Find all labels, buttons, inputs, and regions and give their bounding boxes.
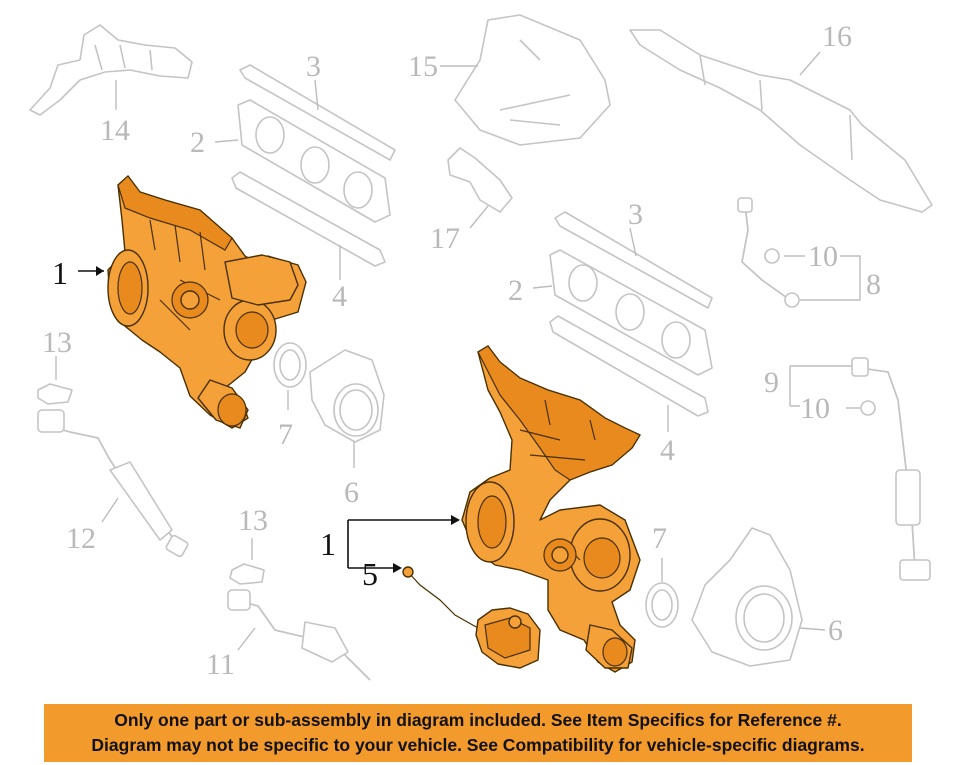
oil-pipe-part-12 xyxy=(37,356,189,558)
callout-7-left: 7 xyxy=(278,418,293,451)
intake-pipe-6-left xyxy=(309,349,385,468)
callout-12: 12 xyxy=(66,522,96,555)
callout-2-lower: 2 xyxy=(508,274,523,307)
callout-9: 9 xyxy=(764,366,779,399)
callout-2-upper: 2 xyxy=(190,126,205,159)
arrow-1-5-lower xyxy=(347,519,458,569)
callout-3-lower: 3 xyxy=(628,198,643,231)
callout-4-lower: 4 xyxy=(660,434,675,467)
callout-1-lower: 1 xyxy=(320,526,336,562)
callout-11: 11 xyxy=(206,648,235,681)
oil-feed-line-part-8 xyxy=(737,197,861,308)
callout-14: 14 xyxy=(100,114,130,147)
seal-ring-7-left xyxy=(273,342,307,410)
notice-banner: Only one part or sub-assembly in diagram… xyxy=(44,704,912,762)
callout-10-lower: 10 xyxy=(800,392,830,425)
bracket-part-15 xyxy=(440,14,611,146)
callout-13-left: 13 xyxy=(42,326,72,359)
oil-pipe-part-11 xyxy=(227,538,371,681)
callout-6-left: 6 xyxy=(344,476,359,509)
callout-6-right: 6 xyxy=(828,614,843,647)
callout-16: 16 xyxy=(822,20,852,53)
gasket-set-upper xyxy=(214,64,396,280)
notice-line-2: Diagram may not be specific to your vehi… xyxy=(91,735,865,755)
arrowhead-1-lower xyxy=(451,515,460,525)
callout-5: 5 xyxy=(362,556,378,592)
callout-8: 8 xyxy=(866,268,881,301)
callout-15: 15 xyxy=(408,50,438,83)
intake-pipe-6-right xyxy=(691,527,826,667)
callout-7-right: 7 xyxy=(652,522,667,555)
seal-ring-7-right xyxy=(645,558,679,628)
heat-shield-part-16 xyxy=(629,29,933,213)
wastegate-actuator-part-5 xyxy=(402,566,541,669)
arrowhead-1-upper xyxy=(96,266,104,276)
heat-shield-part-14 xyxy=(29,24,193,116)
notice-line-1: Only one part or sub-assembly in diagram… xyxy=(114,710,842,730)
turbocharger-right-highlighted xyxy=(461,345,641,673)
bracket-part-17 xyxy=(447,147,513,229)
oil-return-line-part-9 xyxy=(789,357,931,581)
gasket-set-lower xyxy=(532,211,713,432)
turbocharger-left-highlighted xyxy=(107,175,307,429)
callout-10-upper: 10 xyxy=(808,240,838,273)
callout-17: 17 xyxy=(430,222,460,255)
arrowhead-5 xyxy=(393,563,402,573)
callout-4-upper: 4 xyxy=(332,280,347,313)
callout-3-upper: 3 xyxy=(306,50,321,83)
callout-1-upper: 1 xyxy=(52,255,68,291)
callout-13-center: 13 xyxy=(238,504,268,537)
parts-diagram: 14 3 2 4 15 16 17 xyxy=(29,14,933,681)
